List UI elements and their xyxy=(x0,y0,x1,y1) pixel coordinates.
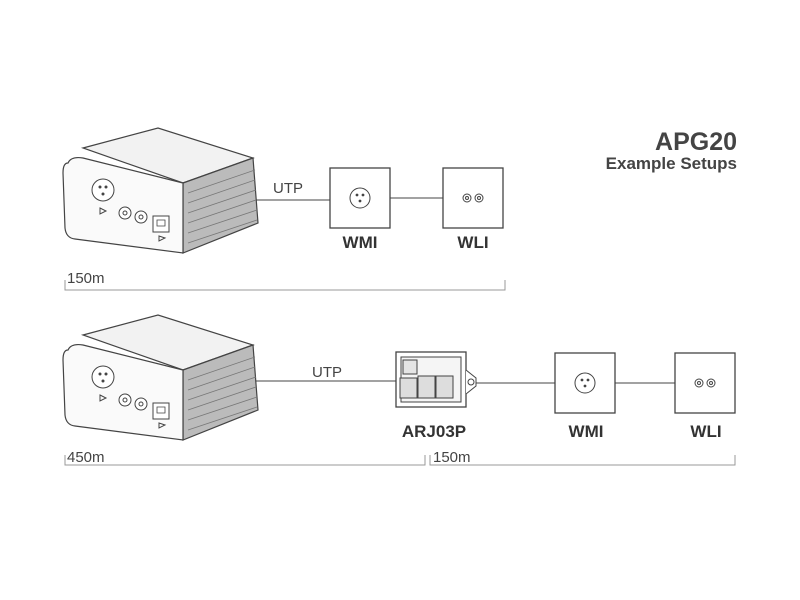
distance-bracket-150m-2 xyxy=(429,455,736,466)
wmi-label-2: WMI xyxy=(568,422,604,441)
wli-device-1 xyxy=(442,167,504,229)
wmi-device-1 xyxy=(329,167,391,229)
distance-bracket-450m xyxy=(64,455,426,466)
distance-label-1: 150m xyxy=(67,270,105,287)
distance-label-150m-2: 150m xyxy=(433,449,471,466)
utp-label-1: UTP xyxy=(273,180,303,197)
wmi-label-1: WMI xyxy=(342,233,378,252)
distance-label-450m: 450m xyxy=(67,449,105,466)
apg20-device-1 xyxy=(62,127,259,254)
diagram-title: APG20 xyxy=(655,128,737,156)
arj03p-label: ARJ03P xyxy=(401,422,467,441)
utp-label-2: UTP xyxy=(312,364,342,381)
apg20-device-2 xyxy=(62,314,259,441)
wmi-device-2 xyxy=(554,352,616,414)
wli-device-2 xyxy=(674,352,736,414)
wli-label-2: WLI xyxy=(690,422,722,441)
wli-label-1: WLI xyxy=(457,233,489,252)
diagram-subtitle: Example Setups xyxy=(605,154,737,173)
arj03p-device xyxy=(395,351,477,408)
distance-bracket-150m xyxy=(64,280,506,291)
